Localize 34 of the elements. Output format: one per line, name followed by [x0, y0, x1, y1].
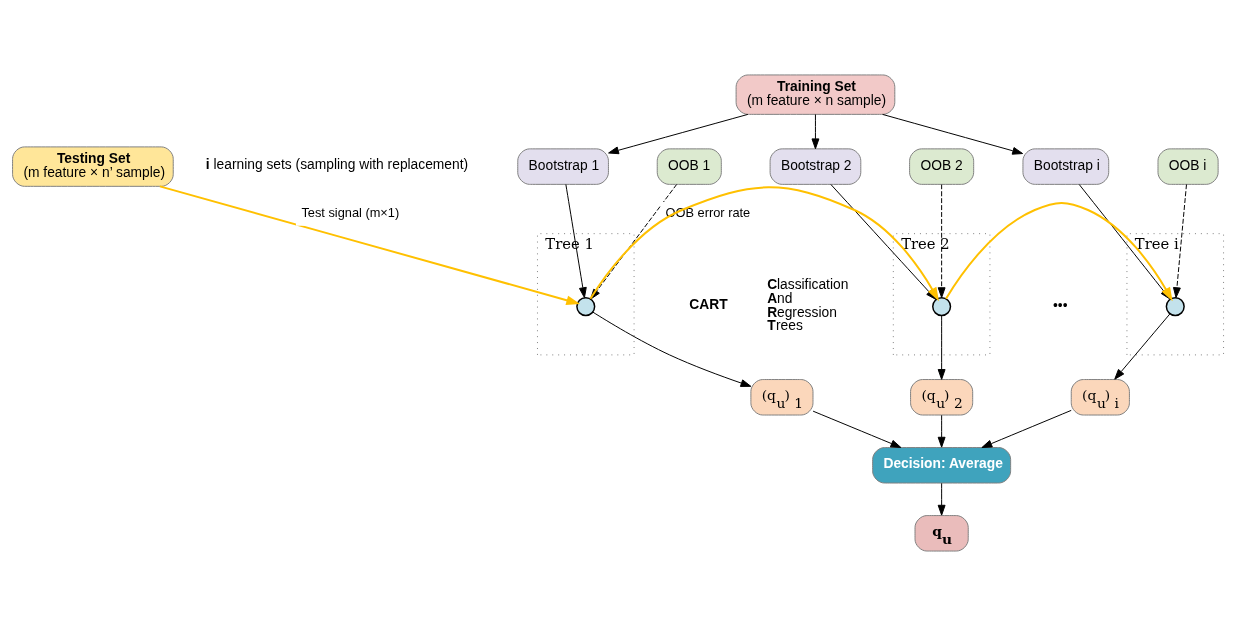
arrow	[937, 315, 946, 380]
edge-label: Test signal (m×1)	[301, 205, 400, 221]
arrow	[882, 113, 1024, 155]
arrow	[812, 410, 902, 448]
node-box: Training Set (m feature × n sample)	[735, 74, 896, 115]
arrow	[608, 113, 749, 155]
node-box: OOB 1	[656, 148, 722, 185]
node-box: Decision: Average	[872, 447, 1012, 484]
cluster: Tree 2	[892, 233, 991, 356]
arrow	[937, 184, 946, 299]
label: •••	[1053, 298, 1068, 314]
arrow	[937, 482, 946, 516]
arrow	[1114, 313, 1171, 380]
node-box: Bootstrap 2	[769, 148, 862, 185]
cluster: Tree i	[1126, 233, 1225, 356]
label: Classification And Regression Trees	[767, 277, 849, 334]
label: CART	[689, 297, 728, 313]
arrow	[592, 311, 752, 387]
node-circle	[1165, 297, 1185, 317]
arrow	[937, 414, 946, 448]
arrow	[811, 113, 820, 150]
arrow	[981, 409, 1072, 449]
node-box: Testing Set (m feature × n’ sample)	[12, 146, 174, 187]
node-box: Bootstrap 1	[517, 148, 609, 185]
arrow	[565, 184, 587, 299]
arrow	[158, 185, 581, 305]
cluster: Tree 1	[536, 233, 635, 356]
node-circle	[932, 297, 952, 317]
node-box: OOB 2	[909, 148, 975, 185]
label: i learning sets (sampling with replacement)	[205, 157, 469, 173]
node-circle	[576, 297, 596, 317]
arrow	[1172, 184, 1187, 299]
node-box: OOB i	[1157, 148, 1219, 185]
node-box: Bootstrap i	[1022, 148, 1110, 185]
